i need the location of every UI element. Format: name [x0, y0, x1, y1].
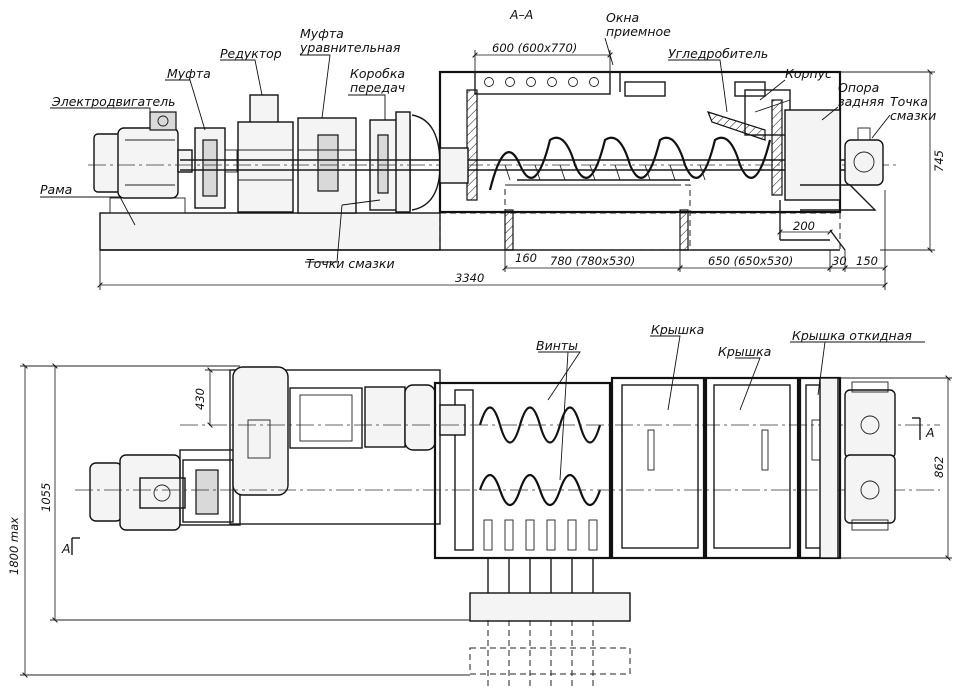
label-section-a-left: А	[61, 541, 71, 556]
dim-650: 650 (650x530)	[708, 254, 793, 268]
label-windows-2: приемное	[606, 24, 671, 39]
reducer	[237, 94, 294, 213]
cover-2	[704, 376, 800, 560]
coupling	[194, 127, 238, 209]
dim-30: 30	[832, 254, 847, 268]
plan-view	[20, 363, 952, 690]
cover-hinged	[798, 376, 842, 560]
dim-600: 600 (600x770)	[492, 41, 577, 55]
frame-rama	[99, 212, 441, 251]
dim-200: 200	[793, 219, 815, 233]
label-frame: Рама	[40, 182, 72, 197]
cover-1	[610, 376, 706, 560]
discharge-chute	[504, 179, 846, 251]
label-hinged-cover: Крышка откидная	[792, 328, 912, 343]
label-eq-coupling-1: Муфта	[300, 26, 344, 41]
plan-rear-supports	[844, 381, 896, 531]
label-rear-support-2: задняя	[838, 94, 885, 109]
discharge-pins	[469, 519, 631, 690]
plan-motor	[89, 454, 234, 531]
label-coal-crusher: Угледробитель	[668, 46, 768, 61]
label-lube-point-2: смазки	[890, 108, 936, 123]
dim-745: 745	[932, 150, 946, 172]
dim-780: 780 (780x530)	[550, 254, 635, 268]
label-screws: Винты	[536, 338, 578, 353]
label-body: Корпус	[785, 66, 832, 81]
body-korpus	[438, 70, 842, 214]
label-eq-coupling-2: уравнительная	[299, 40, 401, 55]
label-lube-points: Точки смазки	[306, 256, 395, 271]
label-rear-support-1: Опора	[838, 80, 879, 95]
label-gearbox-2: передач	[350, 80, 405, 95]
label-coupling: Муфта	[167, 66, 211, 81]
rear-support	[784, 109, 884, 211]
label-cover-1: Крышка	[651, 322, 704, 337]
dim-1055: 1055	[39, 483, 53, 512]
auger-screw	[488, 136, 772, 191]
coal-crusher	[706, 89, 791, 141]
section-mark-label: А–А	[509, 7, 533, 22]
dim-862: 862	[932, 456, 946, 478]
elevation-view	[88, 50, 935, 290]
dim-1800: 1800 max	[7, 517, 21, 575]
dim-150: 150	[856, 254, 878, 268]
equalizing-coupling	[297, 117, 357, 214]
label-windows-1: Окна	[606, 10, 639, 25]
label-electric-motor: Электродвигатель	[51, 94, 176, 109]
dim-160: 160	[515, 251, 537, 265]
dim-430: 430	[193, 388, 207, 410]
dim-3340: 3340	[455, 271, 484, 285]
label-reducer: Редуктор	[220, 46, 282, 61]
gearbox	[369, 111, 441, 213]
label-lube-point-1: Точка	[890, 94, 928, 109]
label-section-a-right: А	[925, 425, 935, 440]
label-cover-2: Крышка	[718, 344, 771, 359]
electric-motor	[93, 111, 193, 214]
label-gearbox-1: Коробка	[350, 66, 405, 81]
